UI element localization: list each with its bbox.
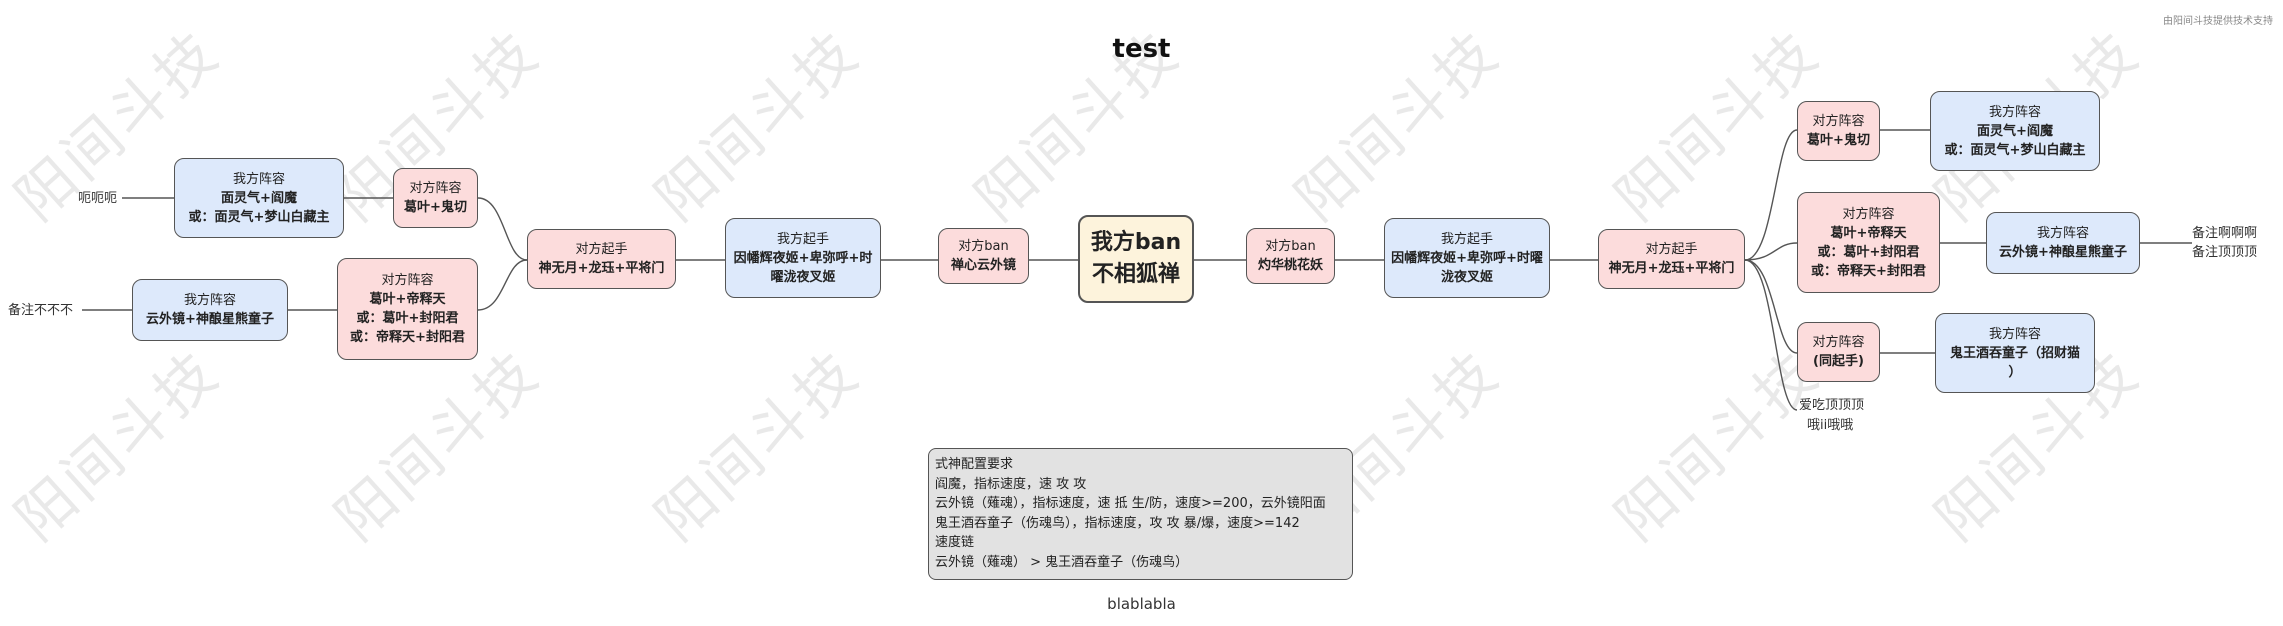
page-title: test <box>1112 34 1171 64</box>
node-body: 面灵气+阎魔 <box>1977 123 2053 139</box>
note-line: 式神配置要求 <box>935 457 1014 472</box>
left-ban-node: 对方ban 禅心云外镜 <box>938 228 1029 284</box>
left-enemy-start-node: 对方起手 神无月+龙珏+平将门 <box>527 229 676 289</box>
right-branch3-ours-node: 我方阵容 鬼王酒吞童子（招财猫 ） <box>1935 313 2095 393</box>
right-branch2-enemy-node: 对方阵容 葛叶+帝释天 或：葛叶+封阳君 或：帝释天+封阳君 <box>1797 192 1940 293</box>
node-head: 我方阵容 <box>2036 226 2089 241</box>
node-head: 我方阵容 <box>1988 326 2041 342</box>
right-branch1-enemy-node: 对方阵容 葛叶+鬼切 <box>1797 101 1880 161</box>
left-branch2-enemy-node: 对方阵容 葛叶+帝释天 或：葛叶+封阳君 或：帝释天+封阳君 <box>337 258 478 360</box>
node-body: ） <box>2008 364 2022 380</box>
note-line: 云外镜（薙魂），指标速度，速 抵 生/防，速度>=200，云外镜阳面 <box>935 496 1326 511</box>
node-body: 葛叶+帝释天 <box>369 292 446 307</box>
right-branch2-leaf-2: 备注顶顶顶 <box>2192 245 2258 260</box>
note-line: 阎魔，指标速度，速 攻 攻 <box>935 476 1087 492</box>
note-line: 鬼王酒吞童子（伤魂鸟），指标速度，攻 攻 暴/爆，速度>=142 <box>935 515 1300 531</box>
right-branch1-ours-node: 我方阵容 面灵气+阎魔 或：面灵气+梦山白藏主 <box>1930 91 2100 171</box>
node-head: 对方ban <box>958 239 1009 254</box>
node-head: 我方起手 <box>776 231 829 247</box>
node-head: 对方ban <box>1265 239 1316 254</box>
node-head: 对方阵容 <box>1812 114 1865 129</box>
right-branch4-leaf-2: 哦ii哦哦 <box>1807 418 1854 433</box>
node-body: 或：葛叶+封阳君 <box>1817 244 1920 260</box>
left-branch2-ours-node: 我方阵容 云外镜+神酿星熊童子 <box>132 279 288 341</box>
note-line: 云外镜（薙魂） > 鬼王酒吞童子（伤魂鸟） <box>935 554 1189 570</box>
node-body: 或：面灵气+梦山白藏主 <box>188 209 330 225</box>
node-body: 因幡辉夜姬+卑弥呼+时曜泷夜叉姬 <box>733 250 873 285</box>
left-branch2-leaf: 备注不不不 <box>8 303 74 318</box>
node-body: 神无月+龙珏+平将门 <box>1608 261 1735 276</box>
left-start-node: 我方起手 因幡辉夜姬+卑弥呼+时曜泷夜叉姬 <box>725 218 881 298</box>
node-head: 我方阵容 <box>183 293 236 308</box>
node-body: 神无月+龙珏+平将门 <box>538 261 665 276</box>
right-branch3-enemy-node: 对方阵容 (同起手) <box>1797 322 1880 382</box>
node-body: 或：帝释天+封阳君 <box>1811 263 1926 279</box>
node-body: 或：面灵气+梦山白藏主 <box>1944 142 2086 158</box>
right-ban-node: 对方ban 灼华桃花妖 <box>1246 228 1335 284</box>
node-body: 云外镜+神酿星熊童子 <box>146 312 274 327</box>
right-enemy-start-node: 对方起手 神无月+龙珏+平将门 <box>1598 229 1745 289</box>
node-head: 我方起手 <box>1440 231 1493 247</box>
node-body: 面灵气+阎魔 <box>221 190 297 206</box>
right-branch4-leaf-1: 爱吃顶顶顶 <box>1799 398 1865 413</box>
right-branch2-leaf-1: 备注啊啊啊 <box>2192 226 2258 241</box>
note-line: 速度链 <box>935 535 975 550</box>
left-branch1-ours-node: 我方阵容 面灵气+阎魔 或：面灵气+梦山白藏主 <box>174 158 344 238</box>
node-head: 我方阵容 <box>1988 104 2041 120</box>
node-body: 葛叶+鬼切 <box>404 200 467 215</box>
node-body: 云外镜+神酿星熊童子 <box>1999 245 2127 260</box>
credit-text: 由阳间斗技提供技术支持 <box>2163 16 2273 27</box>
node-body: 葛叶+鬼切 <box>1807 133 1870 148</box>
left-branch1-leaf: 呃呃呃 <box>78 191 118 206</box>
center-line-1: 我方ban <box>1090 230 1182 255</box>
node-body: 禅心云外镜 <box>950 258 1016 273</box>
center-line-2: 不相狐禅 <box>1091 262 1180 287</box>
right-start-node: 我方起手 因幡辉夜姬+卑弥呼+时曜泷夜叉姬 <box>1384 218 1550 298</box>
node-head: 对方阵容 <box>1812 335 1865 350</box>
node-body: 鬼王酒吞童子（招财猫 <box>1949 345 2080 361</box>
right-branch2-ours-node: 我方阵容 云外镜+神酿星熊童子 <box>1986 212 2140 274</box>
node-head: 对方阵容 <box>381 273 434 288</box>
node-body: (同起手) <box>1813 354 1864 369</box>
node-head: 对方阵容 <box>1842 206 1895 222</box>
center-node: 我方ban 不相狐禅 <box>1078 215 1194 303</box>
node-head: 对方阵容 <box>409 181 462 196</box>
node-body: 或：帝释天+封阳君 <box>350 330 465 345</box>
footer-text: blablabla <box>1107 595 1176 613</box>
node-head: 对方起手 <box>1645 242 1698 257</box>
node-body: 或：葛叶+封阳君 <box>356 311 459 326</box>
requirements-note: 式神配置要求 阎魔，指标速度，速 攻 攻 云外镜（薙魂），指标速度，速 抵 生/… <box>928 448 1353 580</box>
node-body: 葛叶+帝释天 <box>1830 225 1907 241</box>
left-branch1-enemy-node: 对方阵容 葛叶+鬼切 <box>393 168 478 228</box>
node-head: 我方阵容 <box>232 171 285 187</box>
node-body: 灼华桃花妖 <box>1257 258 1323 273</box>
node-head: 对方起手 <box>575 242 628 257</box>
node-body: 因幡辉夜姬+卑弥呼+时曜泷夜叉姬 <box>1391 250 1543 285</box>
